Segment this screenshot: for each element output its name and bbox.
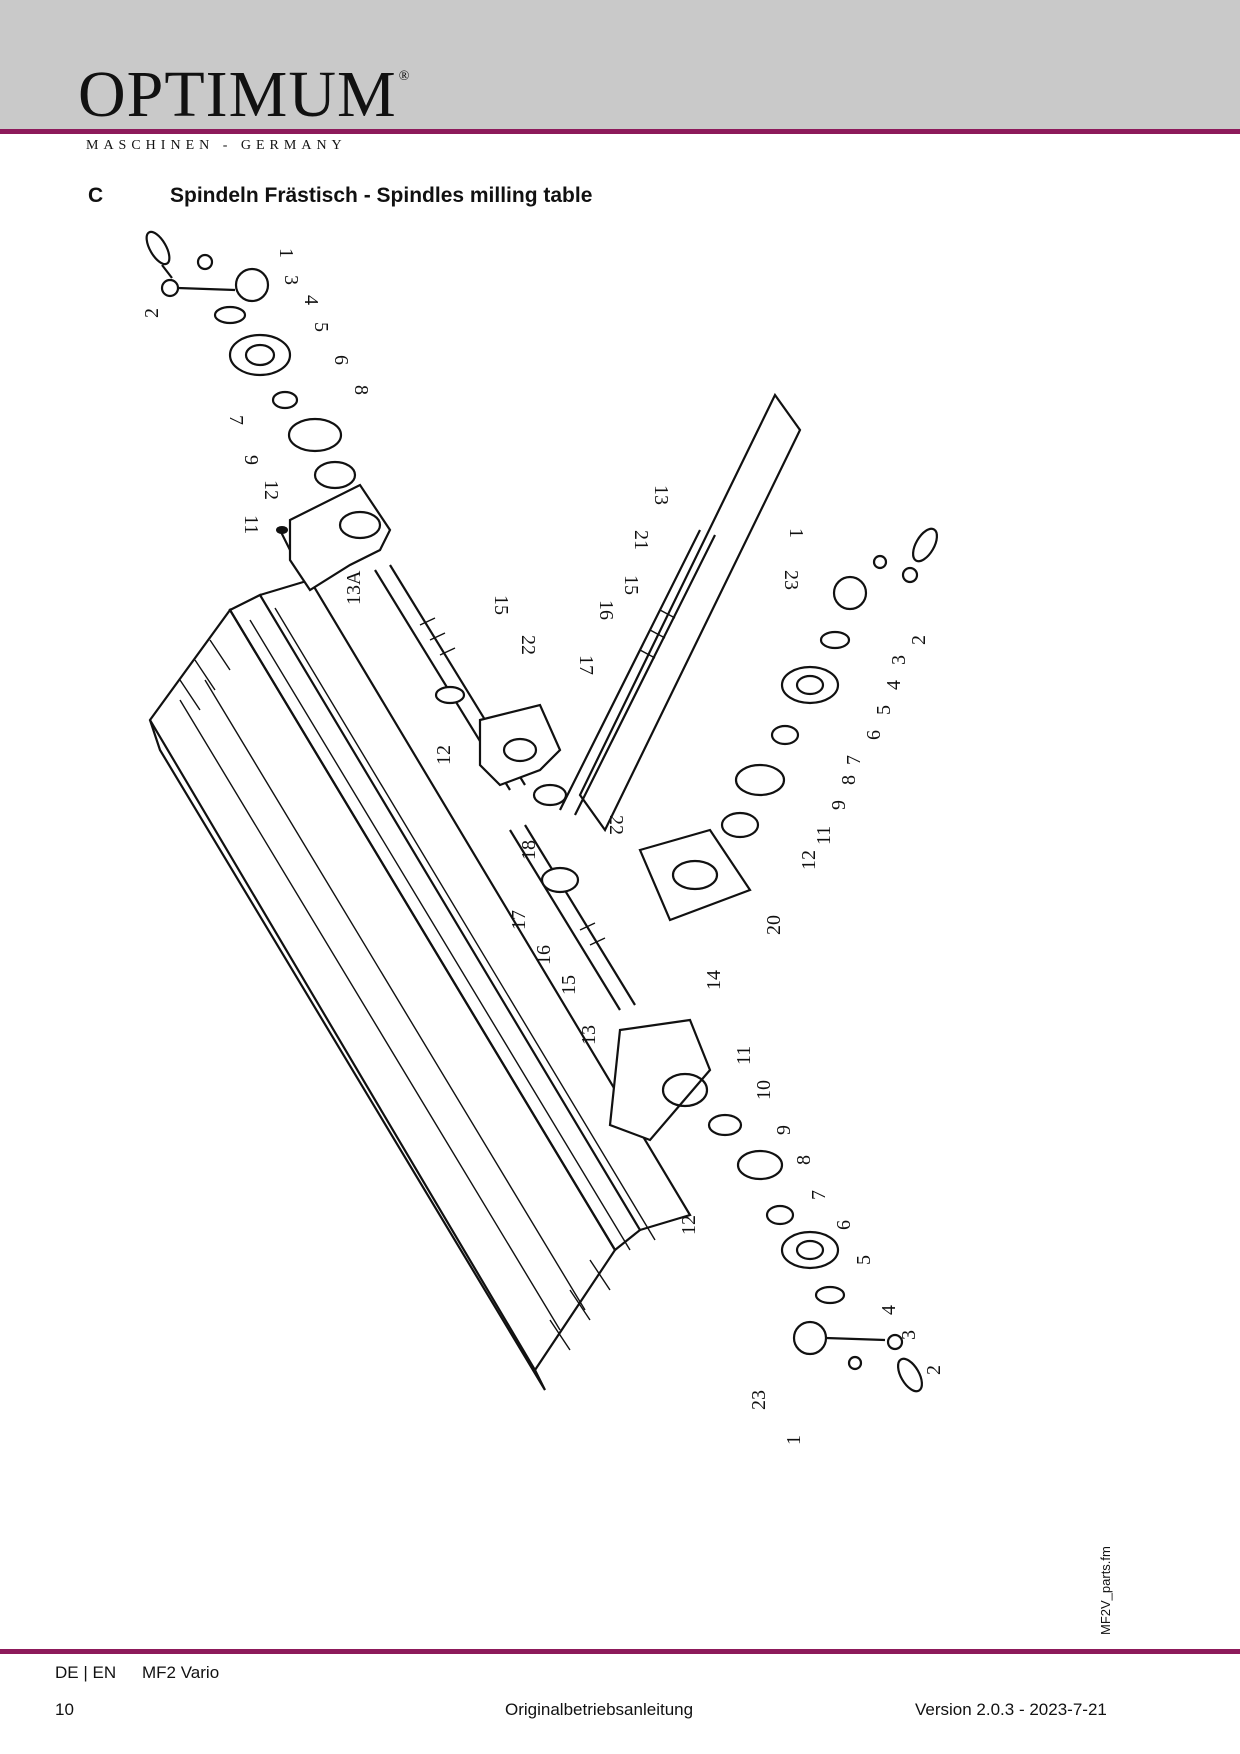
handwheel-assembly-left [145, 230, 392, 592]
brand-logo: OPTIMUM® [78, 62, 410, 128]
part-label: 13 [650, 485, 672, 505]
part-label: 17 [575, 655, 597, 675]
part-label: 15 [620, 575, 642, 595]
footer-divider [0, 1649, 1240, 1654]
logo-subtitle: MASCHINEN - GERMANY [86, 138, 347, 153]
part-label: 2 [908, 635, 930, 645]
file-reference: MF2V_parts.fm [1098, 1546, 1113, 1635]
part-label: 16 [533, 945, 555, 965]
part-label: 10 [753, 1080, 775, 1100]
part-label: 3 [888, 655, 910, 665]
part-label: 12 [260, 480, 282, 500]
part-label: 4 [300, 295, 322, 305]
milling-table [148, 578, 692, 1391]
section-letter: C [88, 184, 104, 207]
part-label: 20 [763, 915, 785, 935]
part-label: 5 [873, 705, 895, 715]
part-label: 22 [517, 635, 539, 655]
part-label: 9 [773, 1125, 795, 1135]
footer-model: MF2 Vario [142, 1663, 220, 1682]
part-label: 7 [225, 415, 247, 425]
part-label: 3 [898, 1330, 920, 1340]
part-label: 1 [275, 248, 297, 258]
part-label: 4 [878, 1305, 900, 1315]
part-label: 13 [578, 1025, 600, 1045]
part-label: 6 [863, 730, 885, 740]
part-label: 16 [595, 600, 617, 620]
part-label: 4 [883, 680, 905, 690]
central-spindle [374, 529, 716, 1011]
part-label: 11 [733, 1046, 755, 1065]
part-label: 11 [813, 826, 835, 845]
part-labels: 1 2 3 4 5 6 7 8 9 12 11 13A 15 22 12 18 … [141, 248, 945, 1445]
part-label: 2 [141, 308, 163, 318]
part-label: 15 [490, 595, 512, 615]
part-label: 3 [280, 275, 302, 285]
part-label: 9 [828, 800, 850, 810]
header-divider [0, 129, 1240, 134]
part-label: 12 [798, 850, 820, 870]
part-label: 1 [783, 1435, 805, 1445]
reference-plane [578, 392, 802, 833]
exploded-parts-drawing: 1 2 3 4 5 6 7 8 9 12 11 13A 15 22 12 18 … [141, 230, 945, 1445]
part-label: 15 [558, 975, 580, 995]
header-band [0, 0, 1240, 130]
part-label: 8 [350, 385, 372, 395]
part-label: 9 [240, 455, 262, 465]
part-label: 21 [630, 530, 652, 550]
logo-text: OPTIMUM [78, 58, 397, 131]
part-label: 13A [343, 570, 365, 605]
footer-language: DE | EN [55, 1663, 117, 1682]
part-label: 6 [833, 1220, 855, 1230]
part-label: 6 [330, 355, 352, 365]
part-label: 8 [838, 775, 860, 785]
registered-mark: ® [398, 69, 411, 84]
part-label: 5 [310, 322, 332, 332]
document-version: Version 2.0.3 - 2023-7-21 [915, 1700, 1107, 1719]
part-label: 1 [785, 528, 807, 538]
part-label: 2 [923, 1365, 945, 1375]
document-type: Originalbetriebsanleitung [505, 1700, 694, 1719]
part-label: 7 [843, 755, 865, 765]
part-label: 11 [240, 515, 262, 534]
part-label: 7 [808, 1190, 830, 1200]
part-label: 12 [433, 745, 455, 765]
part-label: 8 [793, 1155, 815, 1165]
handwheel-assembly-right [638, 527, 939, 922]
part-label: 18 [518, 840, 540, 860]
page-number: 10 [55, 1700, 74, 1719]
part-label: 23 [748, 1390, 770, 1410]
part-label: 14 [703, 970, 725, 990]
part-label: 12 [678, 1215, 700, 1235]
handwheel-assembly-lower [608, 1018, 924, 1393]
section-title: Spindeln Frästisch - Spindles milling ta… [170, 184, 593, 207]
part-label: 17 [508, 910, 530, 930]
part-label: 22 [605, 815, 627, 835]
part-label: 23 [780, 570, 802, 590]
part-label: 5 [853, 1255, 875, 1265]
